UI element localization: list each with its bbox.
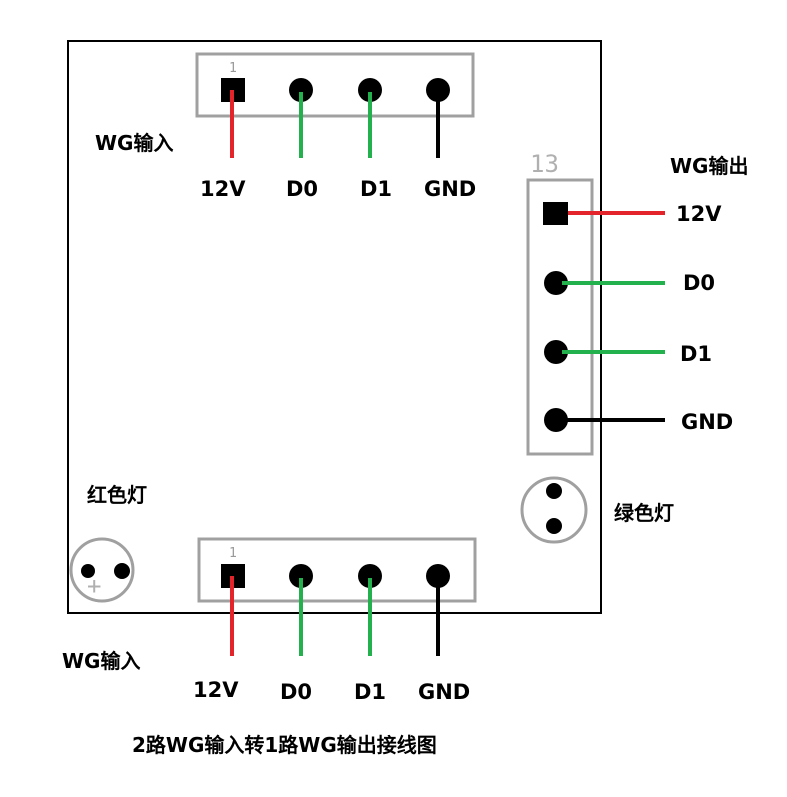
red-led-plus-marker: + <box>87 572 101 600</box>
red-led-outline <box>69 537 135 603</box>
out-pin-label-12v: 12V <box>676 202 722 226</box>
bottom-pin-label-12v: 12V <box>193 678 239 702</box>
top-input-label: WG输入 <box>95 131 173 155</box>
out-pin-12v-square <box>543 202 568 225</box>
top-pin-d1 <box>358 78 382 102</box>
out-pin-gnd <box>544 408 568 432</box>
red-led-label: 红色灯 <box>87 483 147 507</box>
output-connector: 13 <box>526 150 665 456</box>
green-led-label: 绿色灯 <box>614 501 674 525</box>
bottom-pin-d0 <box>289 564 313 588</box>
bottom-pin-label-d0: D0 <box>280 680 312 704</box>
diagram-title: 2路WG输入转1路WG输出接线图 <box>132 733 437 757</box>
out-pin-label-d0: D0 <box>683 271 715 295</box>
top-pin-label-d0: D0 <box>286 177 318 201</box>
output-label: WG输出 <box>670 154 748 178</box>
bottom-pin-label-gnd: GND <box>418 680 470 704</box>
bottom-pin-d1 <box>358 564 382 588</box>
green-led-pad-1 <box>546 483 562 499</box>
top-pin-label-12v: 12V <box>200 177 246 201</box>
out-pin-label-gnd: GND <box>681 410 733 434</box>
bottom-connector-housing <box>197 537 477 603</box>
bottom-input-label: WG输入 <box>62 649 140 673</box>
red-led: + <box>69 537 135 603</box>
top-pin-label-gnd: GND <box>424 177 476 201</box>
out-pin-d1 <box>544 340 568 364</box>
out-pin-d0 <box>544 271 568 295</box>
top-pin-label-d1: D1 <box>360 177 392 201</box>
bottom-input-connector: 1 <box>197 537 477 656</box>
green-led-outline <box>520 476 588 544</box>
red-led-pad-2 <box>114 563 130 579</box>
bottom-connector-pin1-marker: 1 <box>229 546 237 561</box>
top-pin-gnd <box>426 78 450 102</box>
bottom-pin-label-d1: D1 <box>354 680 386 704</box>
top-pin-d0 <box>289 78 313 102</box>
output-connector-marker: 13 <box>530 150 559 178</box>
output-connector-housing <box>526 178 594 456</box>
bottom-pin-gnd <box>426 564 450 588</box>
green-led <box>520 476 588 544</box>
green-led-pad-2 <box>546 518 562 534</box>
board-outline <box>67 40 602 614</box>
out-pin-label-d1: D1 <box>680 342 712 366</box>
top-connector-housing <box>195 52 475 118</box>
top-input-connector: 1 <box>195 52 475 158</box>
top-connector-pin1-marker: 1 <box>229 61 237 76</box>
red-led-pad-1 <box>81 564 95 578</box>
